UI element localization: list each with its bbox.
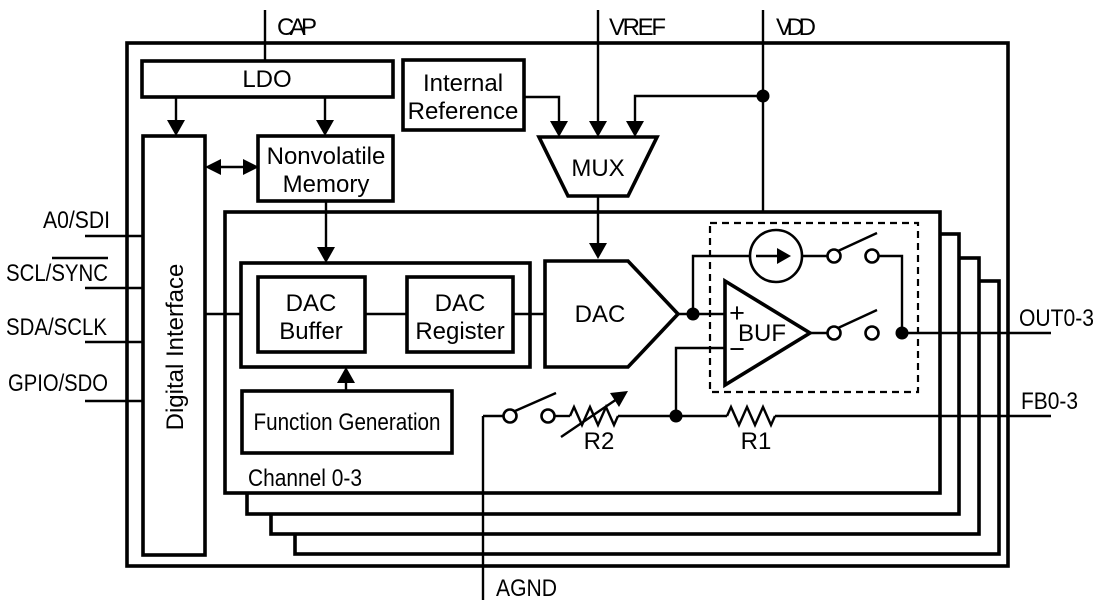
ldo-to-nvm-arrow bbox=[316, 97, 334, 136]
switch2-left-contact bbox=[826, 325, 842, 341]
mux-dac-arrowhead bbox=[589, 243, 607, 259]
function-generation-label: Function Generation bbox=[254, 409, 441, 436]
internal-reference-label-1: Internal bbox=[423, 70, 503, 97]
internal-reference-block bbox=[401, 58, 526, 132]
switch1-left-contact bbox=[826, 248, 842, 264]
fg-arrowhead bbox=[337, 367, 355, 383]
di-nvm-arrowhead-right bbox=[243, 159, 259, 175]
output-switch bbox=[826, 308, 880, 341]
left-pins bbox=[85, 234, 143, 403]
nonvolatile-memory-label-1: Nonvolatile bbox=[267, 143, 386, 170]
dac-label: DAC bbox=[575, 301, 626, 328]
nonvolatile-memory-label-2: Memory bbox=[283, 171, 370, 198]
vdd-branch-wire bbox=[633, 94, 763, 123]
switch2-right-contact bbox=[864, 325, 880, 341]
chip-outline bbox=[125, 41, 1010, 568]
internal-reference-label-2: Reference bbox=[408, 98, 519, 125]
dac-block bbox=[543, 259, 681, 369]
switch1-to-output-wire bbox=[879, 254, 904, 333]
vref-pin-label: VREF bbox=[609, 14, 666, 41]
di-nvm-double-arrow bbox=[205, 159, 259, 175]
ldo-to-digital-interface-arrow bbox=[167, 97, 185, 136]
arrowhead-vref-to-mux bbox=[589, 121, 607, 137]
r2-label: R2 bbox=[584, 428, 615, 455]
ir-mux-arrowhead bbox=[550, 121, 568, 137]
ldo-nvm-arrowhead bbox=[316, 120, 334, 136]
mux-block bbox=[536, 135, 660, 198]
nvm-to-dac-buffer-arrow bbox=[317, 201, 335, 263]
dac-output-junction-dot bbox=[686, 307, 700, 321]
arrowhead-vdd-to-mux bbox=[626, 121, 644, 137]
mux-label: MUX bbox=[571, 155, 624, 182]
output-stage-dashed-box bbox=[708, 221, 920, 394]
buf-minus-label: − bbox=[729, 334, 745, 364]
switch1-lever bbox=[837, 231, 878, 253]
resistor-r1 bbox=[725, 404, 777, 428]
ir-mux-shaft bbox=[524, 95, 561, 123]
internal-reference-to-mux-arrow bbox=[524, 95, 568, 137]
switch3-left-contact bbox=[502, 408, 518, 424]
fb-pin-label: FB0-3 bbox=[1021, 388, 1078, 415]
buf-amplifier bbox=[723, 277, 814, 389]
buf-plus-label: + bbox=[729, 298, 745, 328]
scl-sync-pin-label: SCL/SYNC bbox=[6, 260, 108, 287]
cap-pin-label: CAP bbox=[277, 14, 317, 41]
r2-variable-arrow-shaft bbox=[560, 398, 618, 438]
current-source-switch bbox=[826, 231, 880, 264]
ldo-di-arrowhead bbox=[167, 120, 185, 136]
ldo-block bbox=[140, 59, 395, 99]
resistor-r2-variable bbox=[560, 391, 628, 438]
switch3-lever bbox=[514, 391, 557, 413]
a0-sdi-pin-label: A0/SDI bbox=[43, 207, 110, 234]
dac-register-label-1: DAC bbox=[435, 290, 486, 317]
dac-to-current-source-wire bbox=[691, 254, 750, 314]
buf-label: BUF bbox=[738, 320, 786, 347]
buf-inverting-input-wire bbox=[674, 346, 725, 416]
dac-register-label-2: Register bbox=[415, 318, 504, 345]
nvm-cont-arrowhead bbox=[317, 247, 335, 263]
gpio-sdo-pin-label: GPIO/SDO bbox=[8, 370, 108, 397]
mux-to-dac-arrow bbox=[589, 196, 607, 259]
vdd-pin-label: VDD bbox=[776, 14, 816, 41]
r1-label: R1 bbox=[741, 428, 772, 455]
channel-group-label: Channel 0-3 bbox=[248, 465, 362, 492]
agnd-pin-label: AGND bbox=[496, 575, 557, 602]
digital-interface-label: Digital Interface bbox=[162, 264, 189, 431]
dac-buffer-block bbox=[256, 275, 367, 354]
switch2-lever bbox=[837, 308, 878, 330]
pin-vdd bbox=[626, 10, 770, 212]
current-source bbox=[748, 228, 804, 284]
out-pin-label: OUT0-3 bbox=[1019, 305, 1094, 332]
function-generation-arrow bbox=[337, 367, 355, 391]
function-generation-block bbox=[240, 389, 454, 455]
di-nvm-arrowhead-left bbox=[205, 159, 221, 175]
r2-variable-arrowhead bbox=[610, 391, 628, 407]
switch3-right-contact bbox=[540, 408, 556, 424]
dac-buffer-label-2: Buffer bbox=[279, 318, 343, 345]
digital-interface-block bbox=[141, 134, 207, 557]
pin-vref bbox=[589, 10, 607, 137]
vdd-junction-dot bbox=[756, 89, 770, 103]
current-source-arrowhead bbox=[777, 248, 791, 264]
switch1-right-contact bbox=[864, 248, 880, 264]
ldo-label: LDO bbox=[242, 66, 291, 93]
sda-sclk-pin-label: SDA/SCLK bbox=[6, 314, 107, 341]
dac-buffer-label-1: DAC bbox=[286, 290, 337, 317]
ground-switch bbox=[502, 391, 557, 424]
